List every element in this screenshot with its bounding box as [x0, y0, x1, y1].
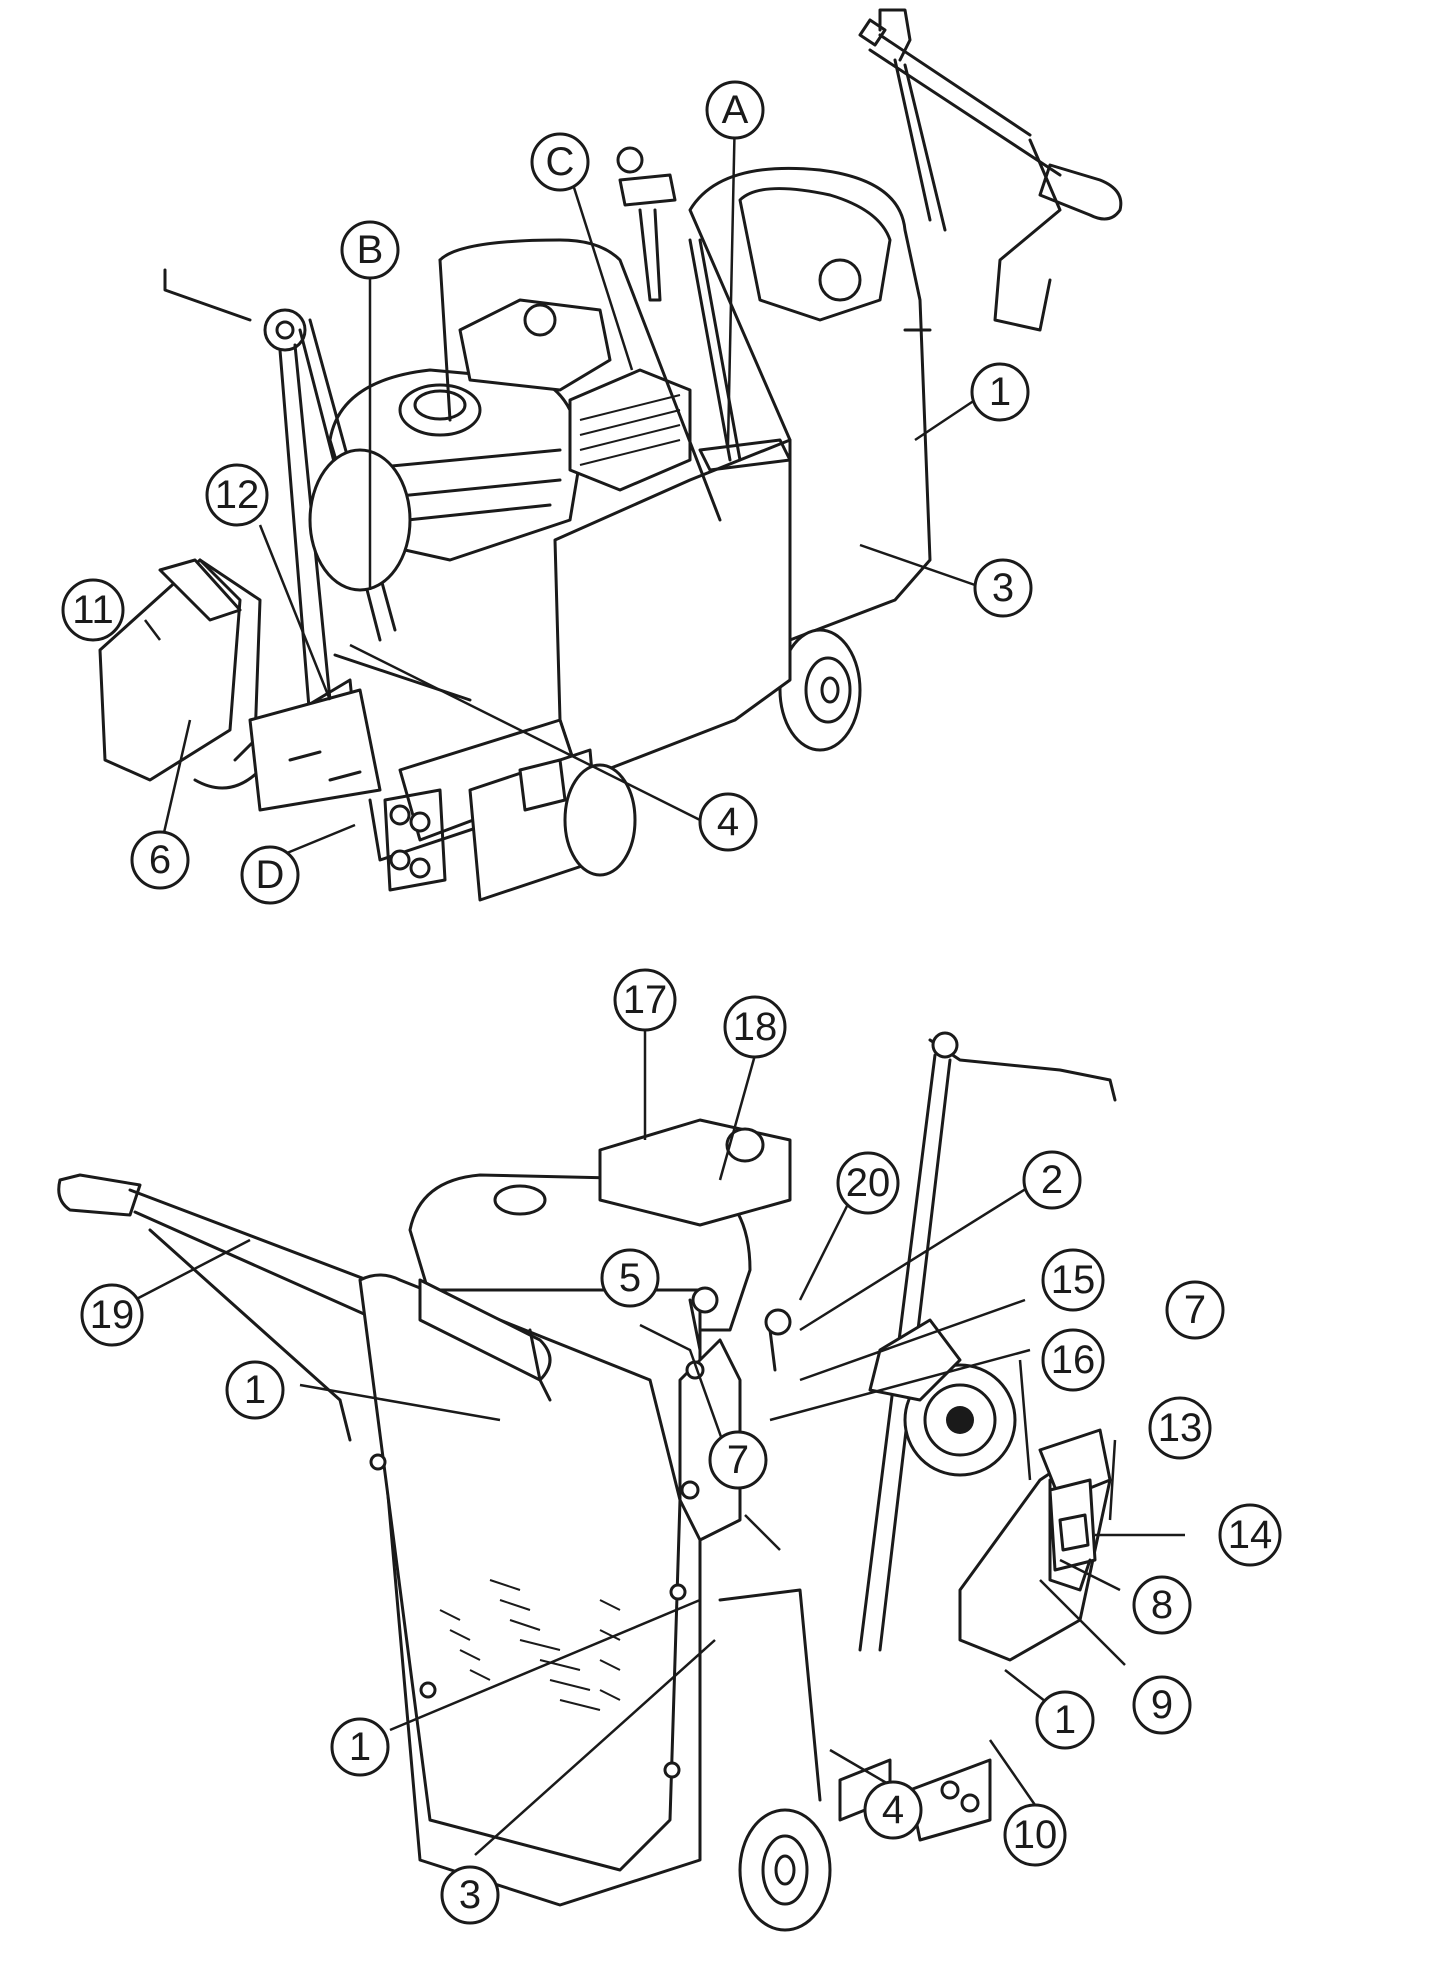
callout-label: 14 [1228, 1513, 1273, 1557]
leader-lines [124, 109, 1185, 1856]
callout-d: D [240, 845, 300, 905]
callout-10: 10 [1003, 1803, 1067, 1867]
callout-12-top: 12 [205, 463, 269, 527]
callout-label: 1 [244, 1368, 266, 1412]
callout-9: 9 [1132, 1675, 1192, 1735]
callout-label: 11 [72, 588, 114, 632]
callout-label: 8 [1151, 1583, 1173, 1627]
callout-label: 15 [1051, 1258, 1096, 1302]
callout-label: B [357, 228, 384, 272]
callout-label: 12 [215, 473, 260, 517]
callout-18: 18 [723, 995, 787, 1059]
callout-label: 13 [1158, 1406, 1203, 1450]
callout-label: 4 [717, 800, 739, 844]
callout-5: 5 [600, 1248, 660, 1308]
callout-label: 17 [623, 978, 668, 1022]
callout-label: 6 [149, 838, 171, 882]
callout-7-right: 7 [1165, 1280, 1225, 1340]
callout-1-lower: 1 [330, 1717, 390, 1777]
callout-label: 20 [846, 1161, 891, 1205]
callout-2: 2 [1022, 1150, 1082, 1210]
callout-label: 5 [619, 1256, 641, 1300]
bottom-machine-illustration [57, 1031, 1117, 1932]
callout-4-top: 4 [698, 792, 758, 852]
callout-8: 8 [1132, 1575, 1192, 1635]
callout-19: 19 [80, 1283, 144, 1347]
callout-label: 18 [733, 1005, 778, 1049]
callout-label: 19 [90, 1293, 135, 1337]
callout-1-top: 1 [970, 362, 1030, 422]
callouts-top-view: A B C D 1 3 4 6 11 12 [61, 80, 1033, 905]
top-machine-illustration [98, 8, 1123, 902]
callout-label: 16 [1051, 1338, 1096, 1382]
callouts-bottom-view: 17 18 20 2 15 16 5 19 1 7 7 13 14 8 9 1 … [80, 968, 1282, 1925]
callout-16: 16 [1041, 1328, 1105, 1392]
callout-label: 1 [1054, 1698, 1076, 1742]
callout-b: B [340, 220, 400, 280]
callout-label: 1 [349, 1725, 371, 1769]
callout-3-lower: 3 [440, 1865, 500, 1925]
callout-label: 7 [1184, 1288, 1206, 1332]
callout-13: 13 [1148, 1396, 1212, 1460]
callout-label: 4 [882, 1788, 904, 1832]
callout-label: 10 [1013, 1813, 1058, 1857]
callout-20: 20 [836, 1151, 900, 1215]
callout-a: A [705, 80, 765, 140]
callout-label: 3 [992, 566, 1014, 610]
callout-c: C [530, 132, 590, 192]
callout-11-top: 11 [61, 578, 125, 642]
callout-label: 3 [459, 1873, 481, 1917]
callout-label: 1 [989, 370, 1011, 414]
callout-14: 14 [1218, 1503, 1282, 1567]
callout-label: 2 [1041, 1158, 1063, 1202]
callout-15: 15 [1041, 1248, 1105, 1312]
callout-7-center: 7 [708, 1430, 768, 1490]
callout-label: A [722, 88, 749, 132]
callout-label: 9 [1151, 1683, 1173, 1727]
callout-1-left: 1 [225, 1360, 285, 1420]
callout-label: D [256, 853, 285, 897]
callout-6-top: 6 [130, 830, 190, 890]
callout-17: 17 [613, 968, 677, 1032]
callout-1-right: 1 [1035, 1690, 1095, 1750]
callout-label: 7 [727, 1438, 749, 1482]
callout-4-lower: 4 [863, 1780, 923, 1840]
callout-label: C [546, 140, 575, 184]
callout-3-top: 3 [973, 558, 1033, 618]
